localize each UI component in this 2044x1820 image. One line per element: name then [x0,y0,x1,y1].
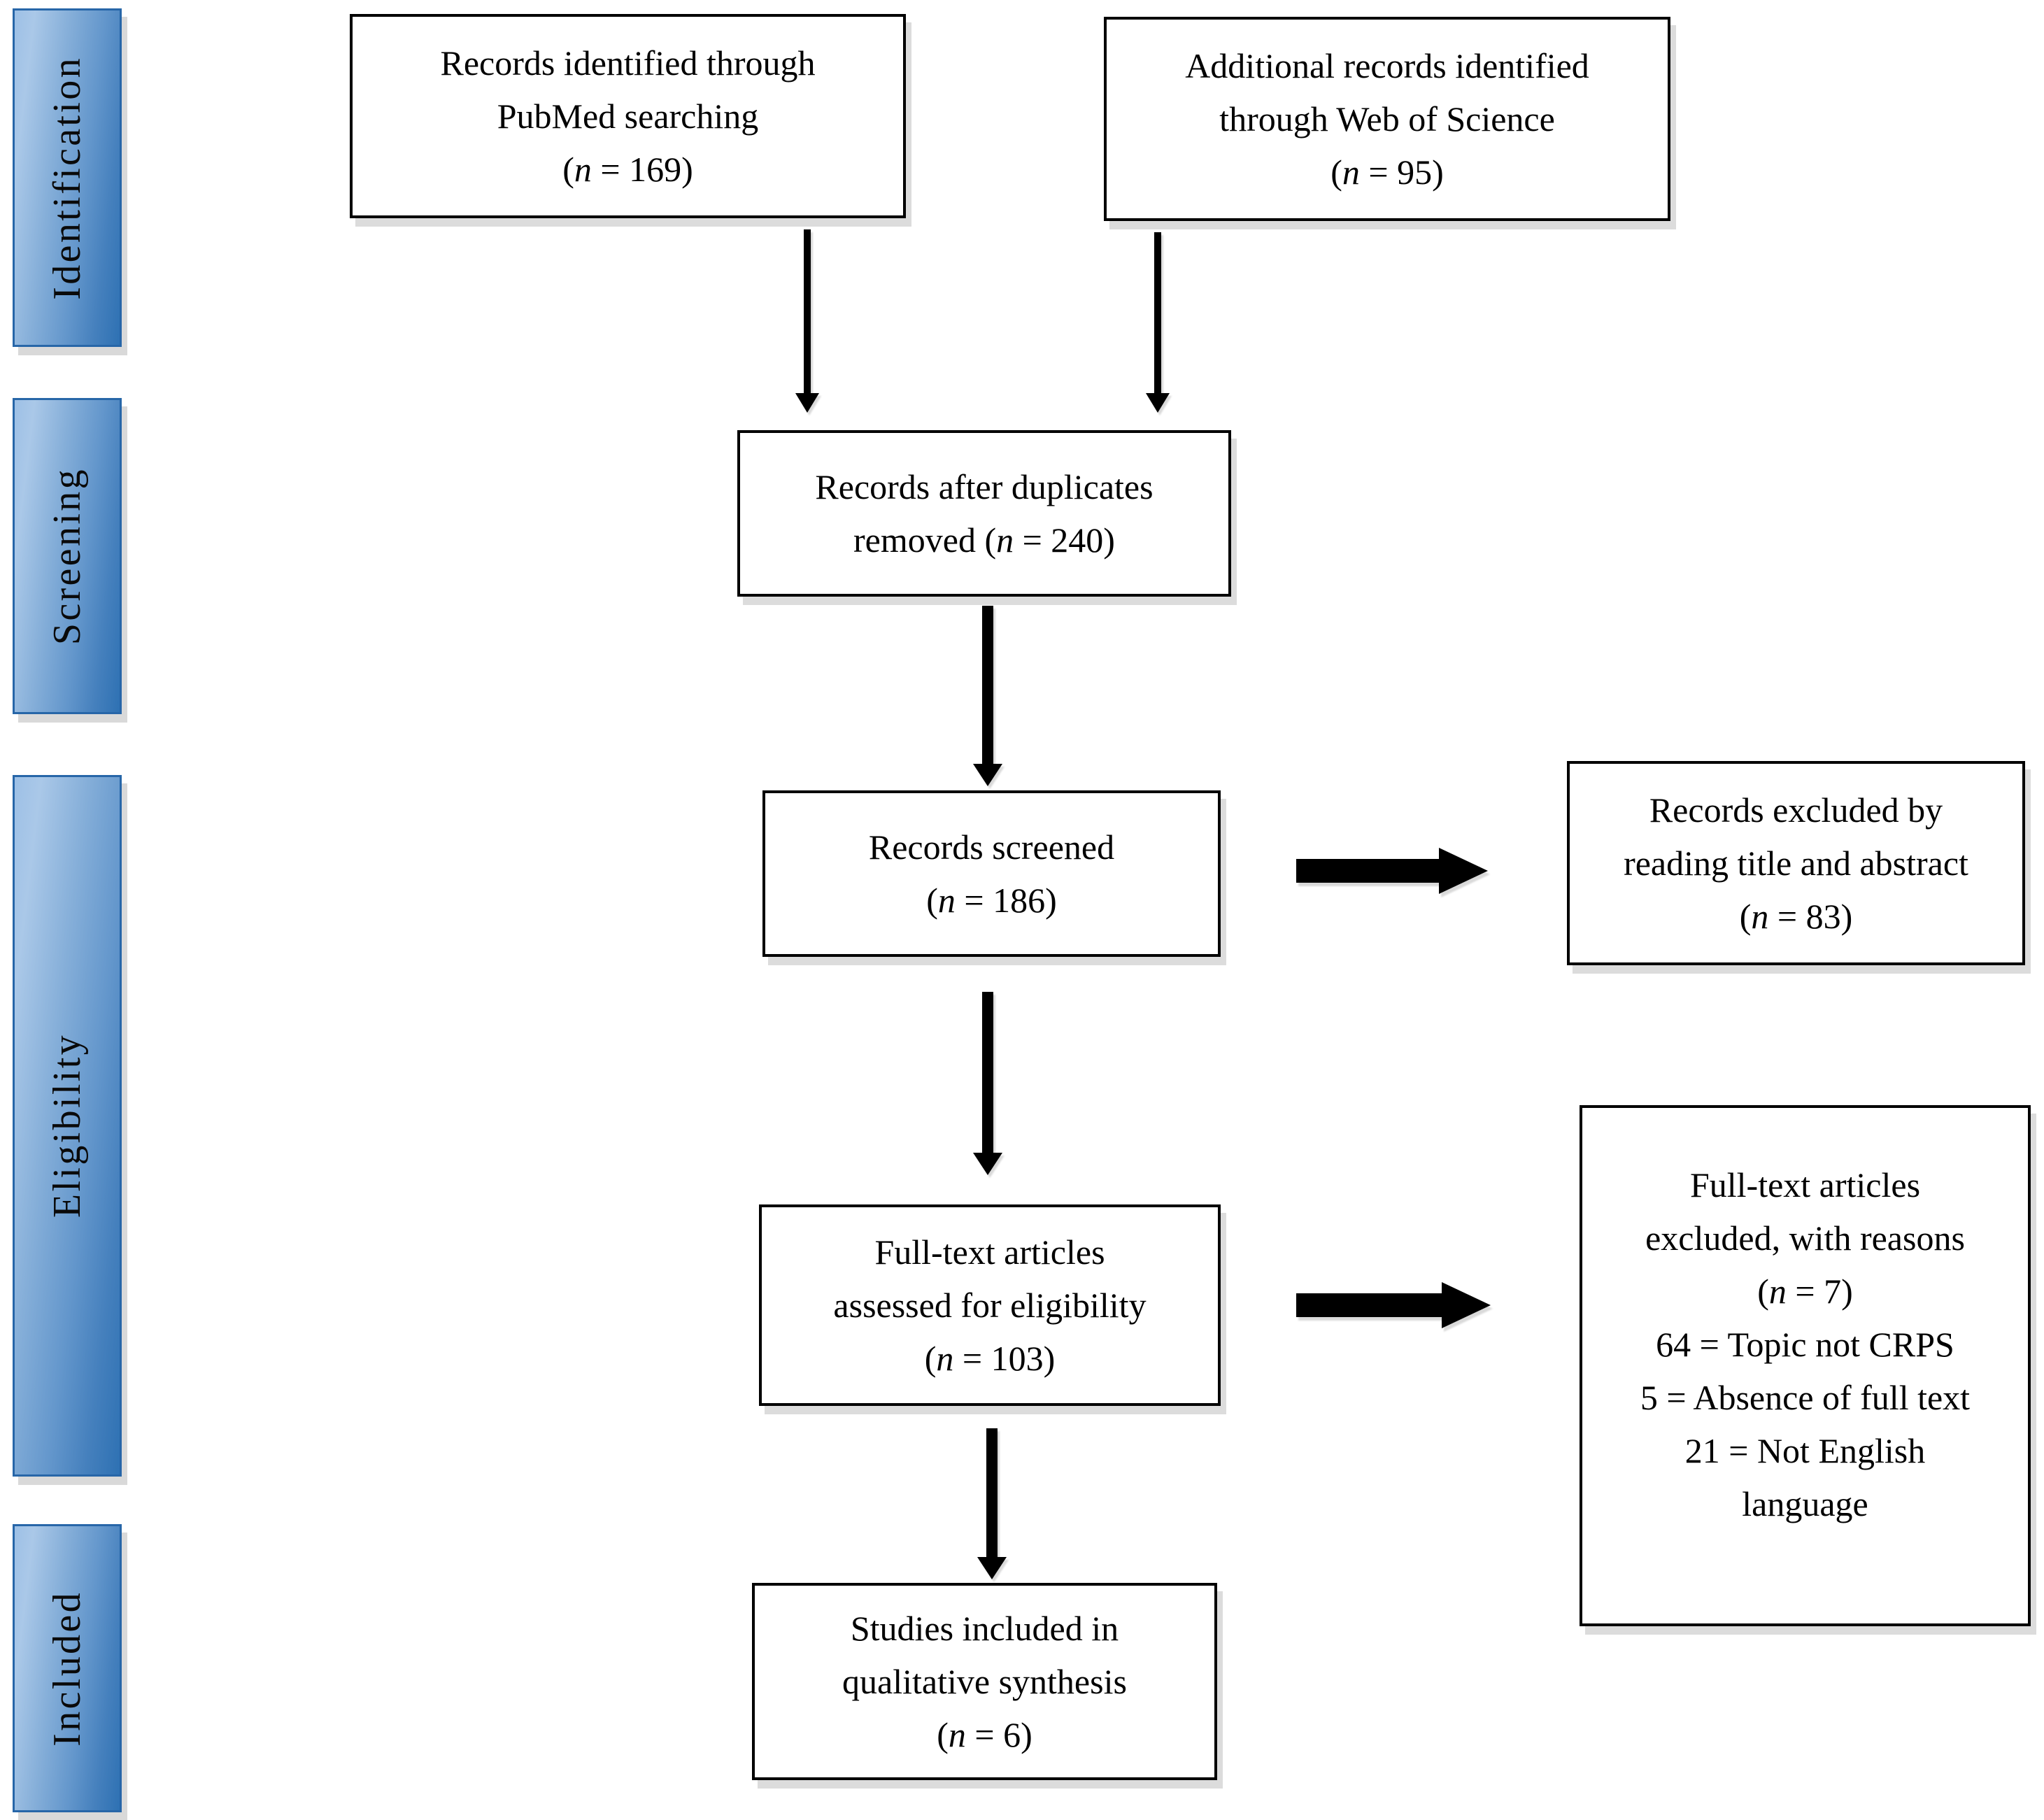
text-segment: = 95) [1359,152,1444,192]
box-text-line: Records screened [868,827,1115,867]
exclusion-reason-line: 5 = Absence of full text [1640,1378,1971,1417]
n-variable: n [1342,152,1360,192]
arrowhead-down-icon [973,764,1002,786]
n-variable: n [948,1715,966,1754]
box-text-line: reading title and abstract [1624,844,1968,883]
text-segment: = 6) [965,1715,1032,1754]
box-text-line: Records identified through [440,43,816,83]
text-segment: = 186) [955,881,1057,920]
n-variable: n [1768,1272,1787,1311]
stage-label-identification: Identification [45,55,89,300]
box-count-line: (n = 83) [1624,890,1968,943]
box-text-line: Records after duplicates [815,467,1154,506]
arrowhead-down-icon [795,393,819,413]
box-text: Full-text articles assessed for eligibil… [833,1225,1146,1385]
box-count-line: (n = 103) [833,1332,1146,1385]
box-studies-included-qualitative-synthesis: Studies included in qualitative synthesi… [752,1583,1217,1780]
text-segment: ( [926,881,938,920]
text-segment: = 240) [1014,520,1115,560]
box-records-screened: Records screened (n = 186) [762,790,1221,957]
box-full-text-assessed-eligibility: Full-text articles assessed for eligibil… [759,1204,1221,1406]
exclusion-reason-line: 64 = Topic not CRPS [1656,1325,1954,1364]
stage-label-screening: Screening [45,467,89,646]
box-text-line: PubMed searching [497,97,759,136]
n-variable: n [936,1339,954,1378]
text-segment: ( [1739,897,1752,936]
text-segment: = 7) [1786,1272,1853,1311]
box-count-line: (n = 169) [441,143,816,196]
box-text-line: through Web of Science [1219,99,1555,138]
box-records-identified-pubmed: Records identified through PubMed search… [350,14,906,218]
n-variable: n [996,520,1014,560]
arrow-shaft [1296,859,1439,883]
arrow-shaft [1296,1293,1442,1317]
box-text: Records identified through PubMed search… [441,36,816,196]
stage-bar-included: Included [13,1524,122,1812]
box-text-line: Full-text articles [1689,1165,1921,1204]
arrowhead-down-icon [1146,393,1170,413]
text-segment: removed ( [853,520,997,560]
box-text-line: Full-text articles [874,1232,1105,1272]
arrow-pubmed-to-duplicates [795,229,819,413]
stage-bar-identification: Identification [13,8,122,347]
box-text: Studies included in qualitative synthesi… [842,1602,1127,1761]
arrow-screened-to-full-text [973,992,1002,1175]
box-records-after-duplicates-removed: Records after duplicates removed (n = 24… [737,430,1231,597]
arrowhead-down-icon [973,1153,1002,1175]
box-count-line: (n = 6) [842,1708,1127,1761]
box-additional-records-web-of-science: Additional records identified through We… [1104,17,1670,221]
text-segment: ( [562,150,574,189]
arrow-web-of-science-to-duplicates [1146,232,1170,413]
box-text: Records excluded by reading title and ab… [1624,783,1968,943]
box-text-line: excluded, with reasons [1645,1218,1965,1258]
n-variable: n [1751,897,1769,936]
box-full-text-excluded-reasons: Full-text articles excluded, with reason… [1580,1105,2031,1626]
box-count-line: removed (n = 240) [815,513,1153,567]
box-count-line: (n = 7) [1640,1265,1970,1318]
box-text: Full-text articles excluded, with reason… [1640,1158,1970,1530]
stage-bar-eligibility: Eligibility [13,775,122,1477]
box-text: Records after duplicates removed (n = 24… [815,460,1153,567]
arrow-shaft [982,992,993,1153]
arrow-screened-to-excluded [1296,848,1488,894]
arrowhead-right-icon [1439,848,1488,894]
stage-bar-screening: Screening [13,398,122,714]
arrow-full-text-to-excluded [1296,1282,1491,1328]
stage-label-included: Included [45,1590,89,1747]
arrow-shaft [804,229,811,393]
box-text-line: Records excluded by [1649,790,1943,830]
arrow-duplicates-to-screened [973,606,1002,786]
stage-label-eligibility: Eligibility [45,1033,89,1218]
arrow-shaft [986,1428,998,1557]
exclusion-reason-line: language [1742,1484,1868,1523]
n-variable: n [574,150,592,189]
box-text-line: assessed for eligibility [833,1286,1147,1325]
text-segment: ( [937,1715,949,1754]
text-segment: ( [1757,1272,1769,1311]
box-text-line: Studies included in [850,1609,1119,1648]
text-segment: = 103) [953,1339,1056,1378]
text-segment: = 83) [1768,897,1853,936]
box-text-line: qualitative synthesis [842,1662,1127,1701]
text-segment: = 169) [591,150,693,189]
box-count-line: (n = 95) [1185,145,1589,199]
box-text: Additional records identified through We… [1185,39,1589,199]
box-count-line: (n = 186) [869,874,1114,927]
arrow-shaft [1154,232,1161,393]
arrowhead-down-icon [977,1557,1007,1579]
text-segment: ( [1330,152,1342,192]
exclusion-reason-line: 21 = Not English [1684,1431,1926,1470]
box-text-line: Additional records identified [1185,46,1589,85]
n-variable: n [937,881,956,920]
box-text: Records screened (n = 186) [869,820,1114,927]
arrowhead-right-icon [1442,1282,1491,1328]
arrow-full-text-to-included [977,1428,1007,1579]
arrow-shaft [982,606,993,764]
box-records-excluded-title-abstract: Records excluded by reading title and ab… [1567,761,2025,965]
text-segment: ( [924,1339,937,1378]
